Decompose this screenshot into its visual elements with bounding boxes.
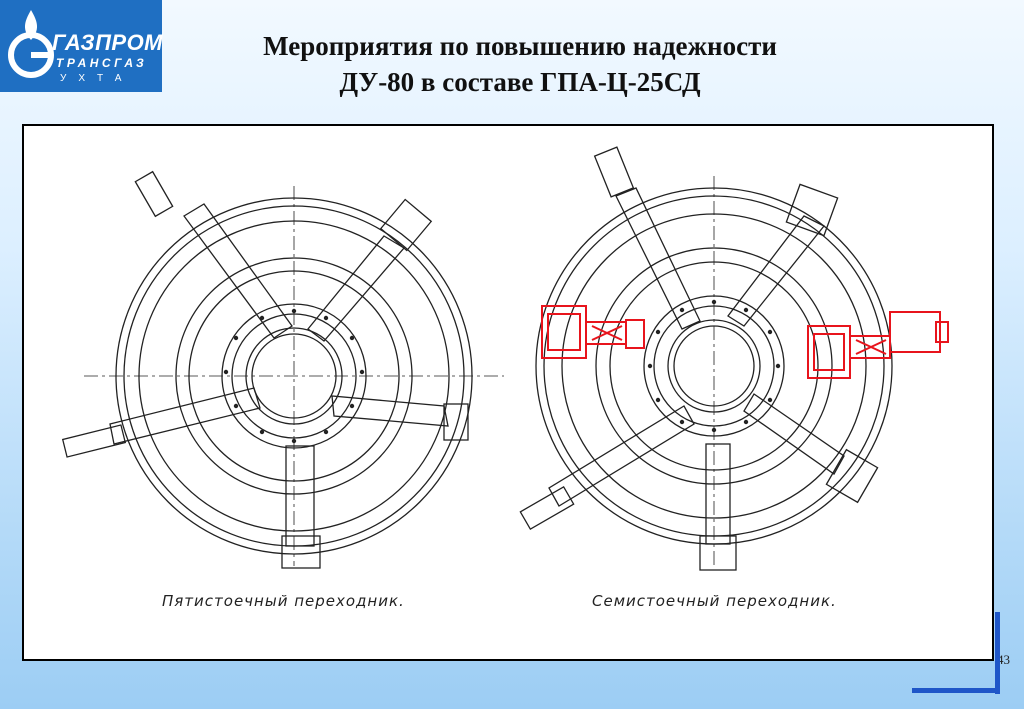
technical-drawings xyxy=(61,146,949,571)
slide-title: Мероприятия по повышению надежности ДУ-8… xyxy=(190,28,850,100)
seven-strut-adapter-drawing xyxy=(519,146,893,571)
corner-accent-horizontal xyxy=(912,688,1000,693)
drawing-caption-five-strut: Пятистоечный переходник. xyxy=(162,592,405,610)
flame-icon xyxy=(8,10,54,78)
logo-brand: ГАЗПРОМ xyxy=(52,30,164,55)
company-logo: ГАЗПРОМ ТРАНСГАЗ УХТА xyxy=(0,0,164,92)
corner-accent-vertical xyxy=(995,612,1000,694)
title-line-2: ДУ-80 в составе ГПА-Ц-25СД xyxy=(339,67,701,97)
five-strut-adapter-drawing xyxy=(61,170,504,569)
title-line-1: Мероприятия по повышению надежности xyxy=(263,31,777,61)
logo-city: УХТА xyxy=(60,73,134,84)
drawing-caption-seven-strut: Семистоечный переходник. xyxy=(592,592,837,610)
page-number: 43 xyxy=(997,652,1010,667)
added-struts-highlight xyxy=(541,305,949,379)
logo-subsidiary: ТРАНСГАЗ xyxy=(56,56,148,70)
drawing-panel: Пятистоечный переходник. Семистоечный пе… xyxy=(22,124,994,661)
